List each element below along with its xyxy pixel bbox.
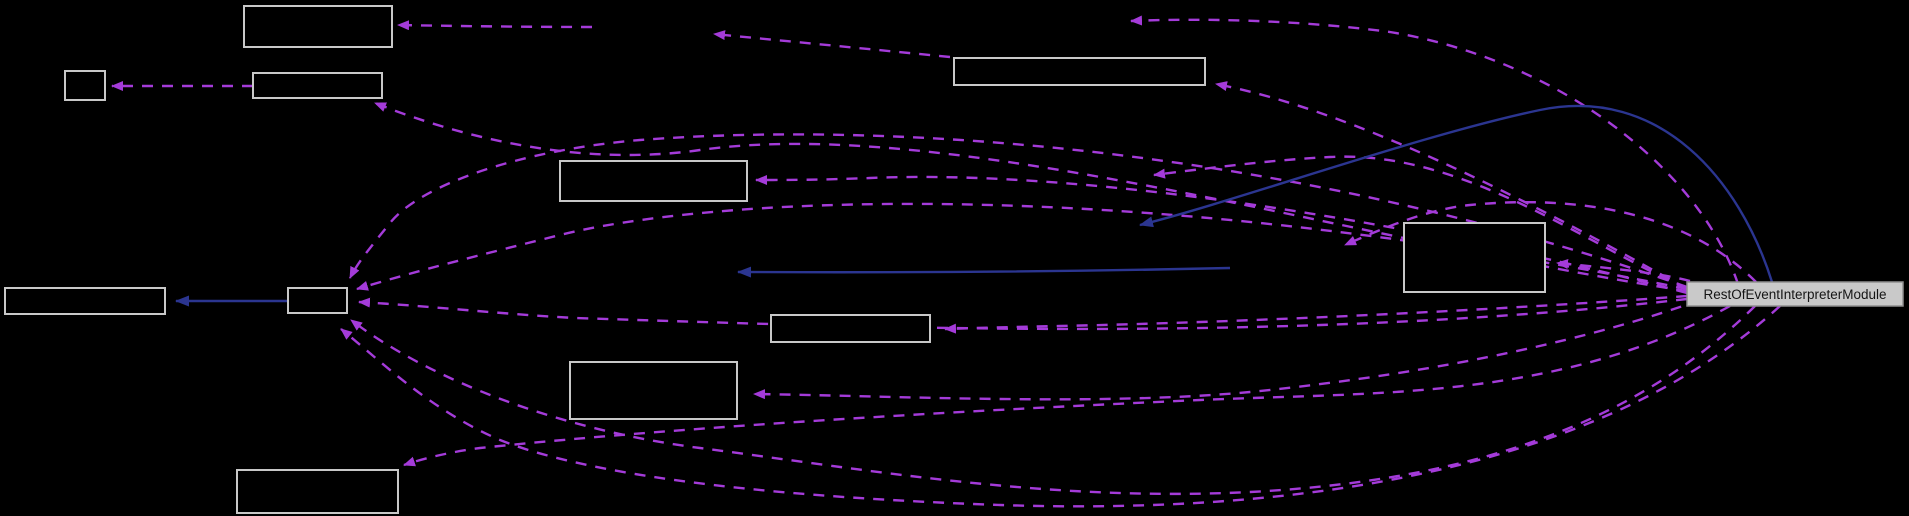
dependency-edge-dashed [753, 298, 1701, 401]
class-node-node-far-left[interactable] [4, 287, 166, 315]
dependency-edge-dashed [1153, 155, 1688, 291]
class-node-node-lower-mid[interactable] [569, 361, 738, 420]
class-node-node-upper-left[interactable] [252, 72, 383, 99]
dependency-edge-dashed [356, 202, 1688, 291]
class-node-node-wide-top[interactable] [953, 57, 1206, 86]
dependency-edge-dashed [397, 20, 593, 31]
class-node-node-mid-left[interactable] [559, 160, 748, 202]
edges-layer [111, 15, 1781, 508]
nodes-layer [4, 5, 1546, 514]
class-node-node-mid-bottom[interactable] [770, 314, 931, 343]
inheritance-edge-solid [737, 266, 1231, 278]
dependency-edge-dashed [348, 133, 1688, 289]
class-node-node-bottom-left[interactable] [236, 469, 399, 514]
inheritance-edge-solid [1139, 104, 1774, 283]
current-node-label: RestOfEventInterpreterModule [1703, 287, 1886, 302]
dependency-edge-dashed [340, 305, 1781, 508]
class-node-node-top-left[interactable] [243, 5, 393, 48]
dependency-edge-dashed [755, 174, 1688, 295]
dependency-edge-dashed [1130, 15, 1740, 285]
current-node-box[interactable] [1686, 281, 1904, 307]
dependency-edge-dashed [403, 304, 1731, 467]
dependency-edge-dashed [1344, 201, 1757, 283]
dependency-edge-dashed [350, 305, 1756, 496]
class-node-node-hub-small[interactable] [287, 287, 348, 314]
dependency-edge-dashed [944, 294, 1688, 334]
current-node[interactable]: RestOfEventInterpreterModule [1686, 281, 1904, 307]
class-node-node-right[interactable] [1403, 222, 1546, 293]
class-node-node-small-left[interactable] [64, 70, 106, 101]
